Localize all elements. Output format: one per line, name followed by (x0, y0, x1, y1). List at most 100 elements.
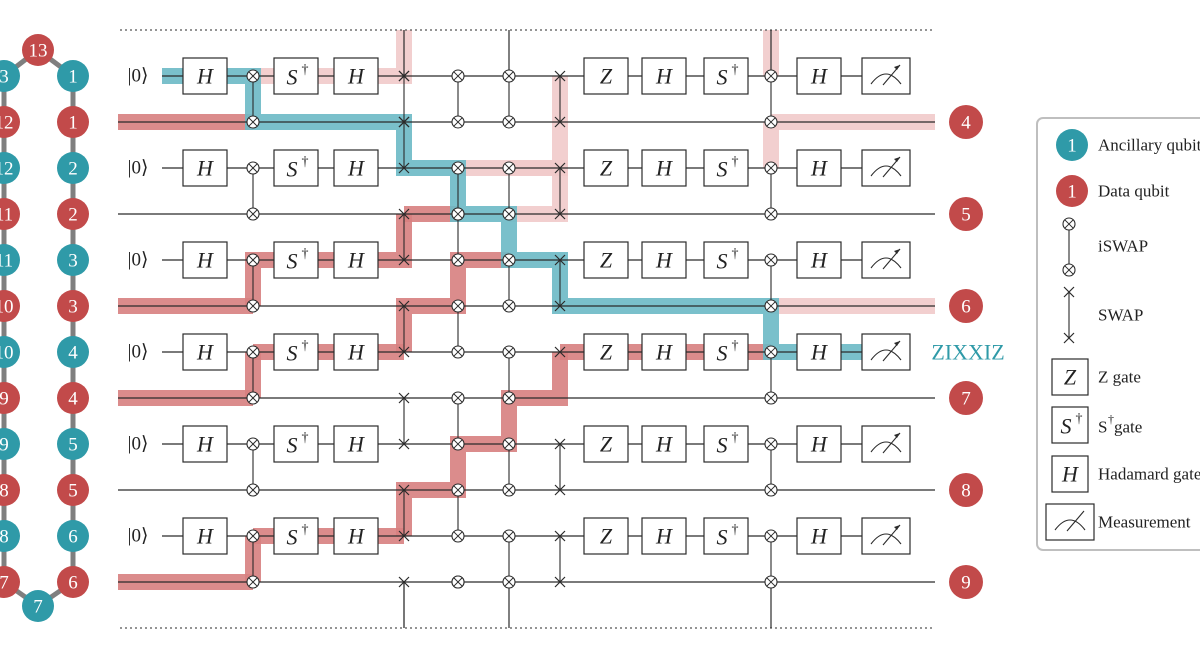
h-gate-label: H (196, 432, 214, 457)
s-gate-label: S (717, 65, 728, 90)
h-gate-label: H (655, 432, 673, 457)
iswap-node-cross (504, 255, 514, 265)
s-gate-label: S (717, 249, 728, 274)
iswap-node-cross (453, 393, 463, 403)
data-qubit-label-circle (949, 473, 983, 507)
swap-node (398, 208, 410, 220)
z-gate (583, 241, 629, 279)
s-gate-dagger: † (302, 155, 309, 170)
h-gate-label: H (655, 524, 673, 549)
iswap-node-cross (453, 301, 463, 311)
iswap-node-cross (504, 301, 514, 311)
h-gate-label: H (347, 156, 365, 181)
iswap-node-cross (766, 347, 776, 357)
iswap-node-cross (453, 117, 463, 127)
legend-m-needle (1066, 510, 1085, 532)
legend-m-text: Measurement (1098, 513, 1191, 532)
ring-node-top (22, 34, 54, 66)
data-qubit-label-circle (949, 105, 983, 139)
s-gate-dagger: † (302, 523, 309, 538)
z-gate (583, 425, 629, 463)
swap-node (554, 576, 566, 588)
iswap-node-cross (766, 163, 776, 173)
s-gate-dagger: † (302, 247, 309, 262)
legend-s-text-dagger: † (1108, 412, 1114, 426)
h-gate-label: H (347, 340, 365, 365)
z-gate (583, 517, 629, 555)
h-gate-label: H (810, 156, 828, 181)
iswap-node-cross (766, 71, 776, 81)
h-gate-label: H (655, 340, 673, 365)
measurement-gate (861, 333, 911, 371)
iswap-node-cross (453, 485, 463, 495)
ring-node-left (0, 290, 20, 322)
legend-s-text-suffix: gate (1114, 418, 1142, 437)
iswap-node-cross (248, 439, 258, 449)
legend-z-symbol: Z (1064, 365, 1077, 390)
legend-h-text: Hadamard gate (1098, 465, 1200, 484)
ring-node-right (57, 106, 89, 138)
ring-node-left-label: 9 (0, 389, 9, 410)
h-gate (182, 425, 228, 463)
qubit-ring-layout: 137311211221121131031049495858676 (0, 34, 89, 622)
ring-node-right-label: 3 (68, 251, 78, 272)
swap-node (398, 162, 410, 174)
iswap-node-cross (248, 531, 258, 541)
legend-ancilla-icon (1056, 129, 1088, 161)
measurement-arc (870, 441, 902, 453)
s-dagger-gate (273, 333, 319, 371)
ring-node-left-label: 12 (0, 159, 14, 180)
ring-node-left (0, 244, 20, 276)
data-qubit-label-circle (949, 381, 983, 415)
ring-node-right-label: 5 (68, 481, 78, 502)
ring-node-right-label: 1 (68, 113, 78, 134)
ring-node-left (0, 382, 20, 414)
h-gate-label: H (196, 64, 214, 89)
h-gate-label: H (810, 524, 828, 549)
ring-node-left-label: 9 (0, 435, 9, 456)
swap-node (554, 346, 566, 358)
iswap-node-cross (504, 117, 514, 127)
legend-z-text: Z gate (1098, 368, 1141, 387)
iswap-node-cross (766, 577, 776, 587)
legend-m-box (1045, 503, 1095, 541)
iswap-node-cross (766, 485, 776, 495)
swap-node (398, 392, 410, 404)
s-dagger-gate (703, 241, 749, 279)
legend-swap-node (1063, 286, 1075, 298)
measurement-gate (861, 241, 911, 279)
h-gate (333, 57, 379, 95)
s-dagger-gate (703, 333, 749, 371)
data-qubit-label-circle (949, 565, 983, 599)
iswap-node-cross (248, 301, 258, 311)
z-gate-label: Z (600, 340, 613, 365)
ring-node-right-label: 5 (68, 435, 78, 456)
iswap-node-cross (248, 577, 258, 587)
s-gate-label: S (287, 249, 298, 274)
s-gate-label: S (717, 433, 728, 458)
h-gate (641, 517, 687, 555)
h-gate-label: H (810, 64, 828, 89)
measurement-arrowhead (894, 341, 900, 346)
s-dagger-gate (703, 57, 749, 95)
iswap-node-cross (248, 71, 258, 81)
s-gate-dagger: † (302, 63, 309, 78)
ring-node-left-label: 8 (0, 481, 9, 502)
s-dagger-gate (273, 517, 319, 555)
data-qubit-label: 9 (961, 573, 971, 594)
iswap-node-cross (453, 71, 463, 81)
legend-s-box (1051, 406, 1089, 444)
ring-node-top-label: 13 (29, 41, 48, 62)
h-gate-label: H (347, 432, 365, 457)
swap-node (554, 438, 566, 450)
s-dagger-gate (273, 57, 319, 95)
ring-node-right (57, 244, 89, 276)
ring-node-right-label: 1 (68, 67, 78, 88)
ring-node-left (0, 566, 20, 598)
z-gate-label: Z (600, 524, 613, 549)
measurement-gate (861, 149, 911, 187)
ring-node-left-label: 11 (0, 251, 13, 272)
data-qubit-label: 7 (961, 389, 971, 410)
s-gate-label: S (287, 525, 298, 550)
